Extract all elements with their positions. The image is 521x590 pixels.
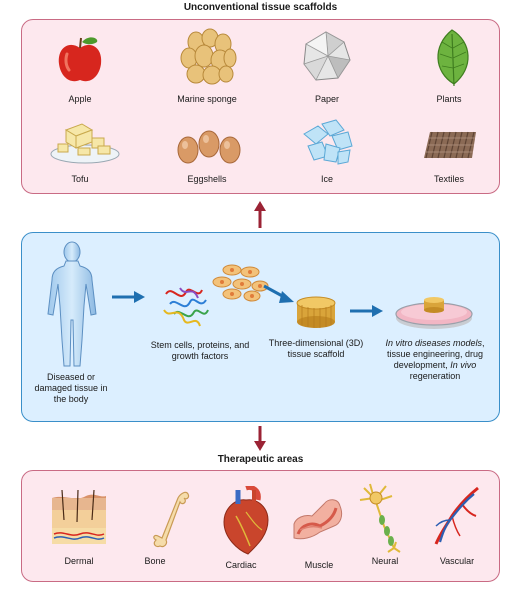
unconventional-scaffolds-title: Unconventional tissue scaffolds <box>183 2 338 13</box>
flow-arrow-3 <box>350 305 383 317</box>
petri-dish-icon <box>395 297 473 329</box>
leaf-icon <box>437 29 469 87</box>
flow-arrow-2 <box>263 284 294 303</box>
applications-text: , tissue engineering, drug development, <box>386 338 485 370</box>
neuron-icon <box>359 483 401 553</box>
up-arrow <box>254 201 266 228</box>
paper-label: Paper <box>314 94 340 104</box>
eggshells-label: Eggshells <box>187 174 227 184</box>
plants-label: Plants <box>436 94 462 104</box>
tofu-icon <box>50 123 120 164</box>
vessel-icon <box>434 486 479 545</box>
heart-icon <box>223 486 269 555</box>
in-vitro-text: In vitro diseases models <box>385 338 483 348</box>
stem-cells-label: Stem cells, proteins, and growth factors <box>150 340 250 361</box>
therapeutic-areas-title: Therapeutic areas <box>217 454 304 465</box>
cardiac-label: Cardiac <box>225 560 257 570</box>
paper-icon <box>303 31 351 81</box>
textiles-label: Textiles <box>433 174 464 184</box>
down-arrow <box>254 426 266 451</box>
eggshells-icon <box>177 130 241 164</box>
marine-sponge-icon <box>180 28 237 85</box>
regeneration-text: regeneration <box>409 371 461 381</box>
flow-arrow-1 <box>112 291 145 303</box>
muscle-icon <box>293 499 343 540</box>
stem-cells-icon <box>163 264 269 327</box>
textiles-icon <box>424 131 476 159</box>
unconventional-scaffolds-panel <box>21 19 500 194</box>
ice-label: Ice <box>320 174 333 184</box>
scaffold-label: Three-dimensional (3D) tissue scaffold <box>268 338 364 359</box>
muscle-label: Muscle <box>304 560 334 570</box>
neural-label: Neural <box>371 556 399 566</box>
apple-label: Apple <box>68 94 92 104</box>
ice-icon <box>303 119 353 165</box>
bone-icon <box>153 491 190 548</box>
dermal-label: Dermal <box>64 556 94 566</box>
human-body-icon <box>47 241 97 367</box>
marine-sponge-label: Marine sponge <box>177 94 237 104</box>
apple-icon <box>58 37 102 82</box>
in-vivo-text: In vivo <box>450 360 477 370</box>
skin-icon <box>52 490 106 544</box>
tofu-label: Tofu <box>71 174 89 184</box>
applications-label: In vitro diseases models, tissue enginee… <box>380 338 490 382</box>
bone-label: Bone <box>144 556 166 566</box>
vascular-label: Vascular <box>439 556 475 566</box>
scaffold-icon <box>296 296 336 328</box>
diseased-tissue-label: Diseased or damaged tissue in the body <box>34 372 108 404</box>
